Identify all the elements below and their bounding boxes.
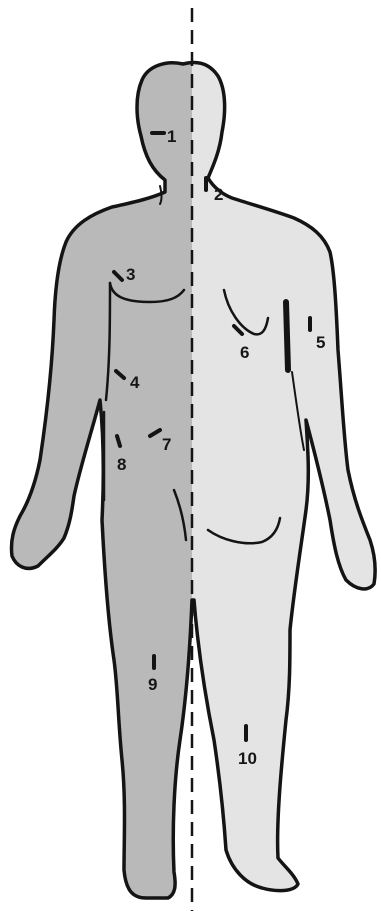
marker-8-label: 8 (117, 455, 126, 474)
marker-9-label: 9 (148, 675, 157, 694)
marker-3-label: 3 (126, 265, 135, 284)
marker-1-label: 1 (167, 127, 176, 146)
marker-6-label: 6 (240, 343, 249, 362)
marker-4-label: 4 (130, 373, 140, 392)
marker-7-label: 7 (162, 435, 171, 454)
marker-5-label: 5 (316, 333, 325, 352)
marker-2-label: 2 (214, 185, 223, 204)
marker-10-label: 10 (238, 749, 257, 768)
